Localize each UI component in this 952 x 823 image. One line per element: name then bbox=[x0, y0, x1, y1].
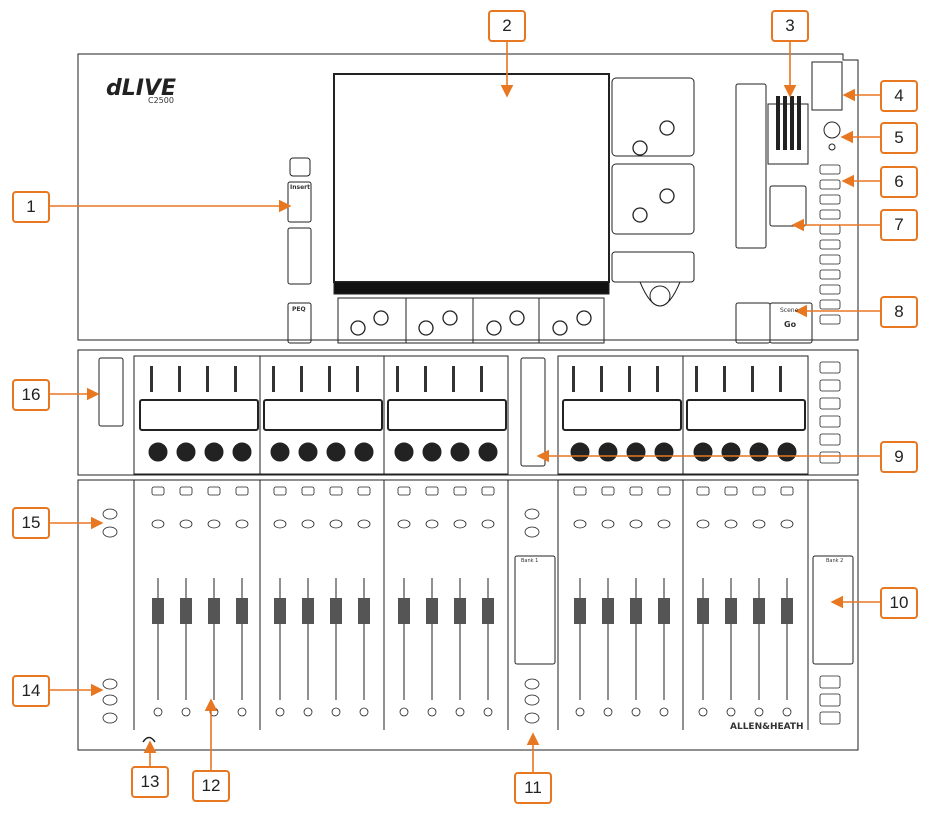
console-middle-section bbox=[77, 349, 859, 476]
callout-8: 8 bbox=[880, 296, 918, 328]
channel-buttons bbox=[102, 486, 841, 725]
callout-13: 13 bbox=[131, 766, 169, 798]
callout-7: 7 bbox=[880, 209, 918, 241]
scene-label: Scene bbox=[780, 307, 799, 314]
callout-5: 5 bbox=[880, 122, 918, 154]
softkey-column bbox=[819, 164, 841, 325]
callout-1: 1 bbox=[12, 191, 50, 223]
headphone-icon bbox=[142, 736, 156, 743]
callout-6: 6 bbox=[880, 166, 918, 198]
touchscreen bbox=[333, 73, 610, 283]
middle-softkeys bbox=[819, 361, 841, 464]
callout-15: 15 bbox=[12, 507, 50, 539]
callout-12: 12 bbox=[192, 770, 230, 802]
top-rotary-knobs bbox=[350, 120, 675, 336]
bank2-label: Bank 2 bbox=[826, 558, 844, 564]
channel-faders bbox=[157, 578, 788, 700]
callout-3: 3 bbox=[771, 10, 809, 42]
fader-caps bbox=[152, 598, 793, 624]
callout-14: 14 bbox=[12, 675, 50, 707]
console-top-section bbox=[77, 53, 859, 344]
model-label: C2500 bbox=[148, 96, 174, 105]
callout-4: 4 bbox=[880, 80, 918, 112]
strip-encoders bbox=[148, 442, 797, 462]
strip-meters bbox=[150, 366, 782, 392]
maker-label: ALLEN&HEATH bbox=[730, 722, 804, 732]
callout-16: 16 bbox=[12, 379, 50, 411]
peq-label: PEQ bbox=[292, 306, 306, 313]
callout-9: 9 bbox=[880, 441, 918, 473]
master-meters bbox=[776, 96, 801, 150]
bank1-label: Bank 1 bbox=[521, 558, 539, 564]
insert-label: Insert bbox=[290, 184, 310, 191]
callout-arrows bbox=[50, 40, 880, 772]
callout-2: 2 bbox=[488, 10, 526, 42]
brand-logo: dLIVE bbox=[106, 76, 177, 101]
go-label: Go bbox=[784, 320, 797, 329]
callout-10: 10 bbox=[880, 587, 918, 619]
console-bottom-section bbox=[77, 479, 859, 751]
callout-11: 11 bbox=[514, 772, 552, 804]
